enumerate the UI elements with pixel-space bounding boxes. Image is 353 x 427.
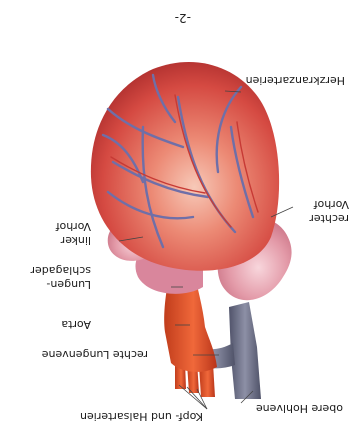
label-right-atrium-1: rechter	[309, 212, 349, 225]
label-pulmonary-artery-1: Lungen-	[46, 278, 91, 291]
label-right-pulmonary-vein: rechte Lungenvene	[42, 348, 148, 361]
label-coronary-arteries: Herzkranzarterien	[246, 74, 345, 87]
label-superior-vena-cava: obere Hohlvene	[256, 402, 343, 415]
superior-vena-cava	[229, 302, 261, 399]
label-pulmonary-artery-2: schlagader	[30, 264, 91, 277]
label-aorta: Aorta	[61, 318, 91, 331]
label-left-atrium-2: Vorhof	[56, 220, 91, 233]
page-number: -2-	[175, 11, 191, 25]
label-right-atrium-2: Vorhof	[314, 198, 349, 211]
label-left-atrium-1: linker	[61, 234, 91, 247]
label-head-neck-arteries: Kopf- und Halsarterien	[80, 410, 203, 423]
